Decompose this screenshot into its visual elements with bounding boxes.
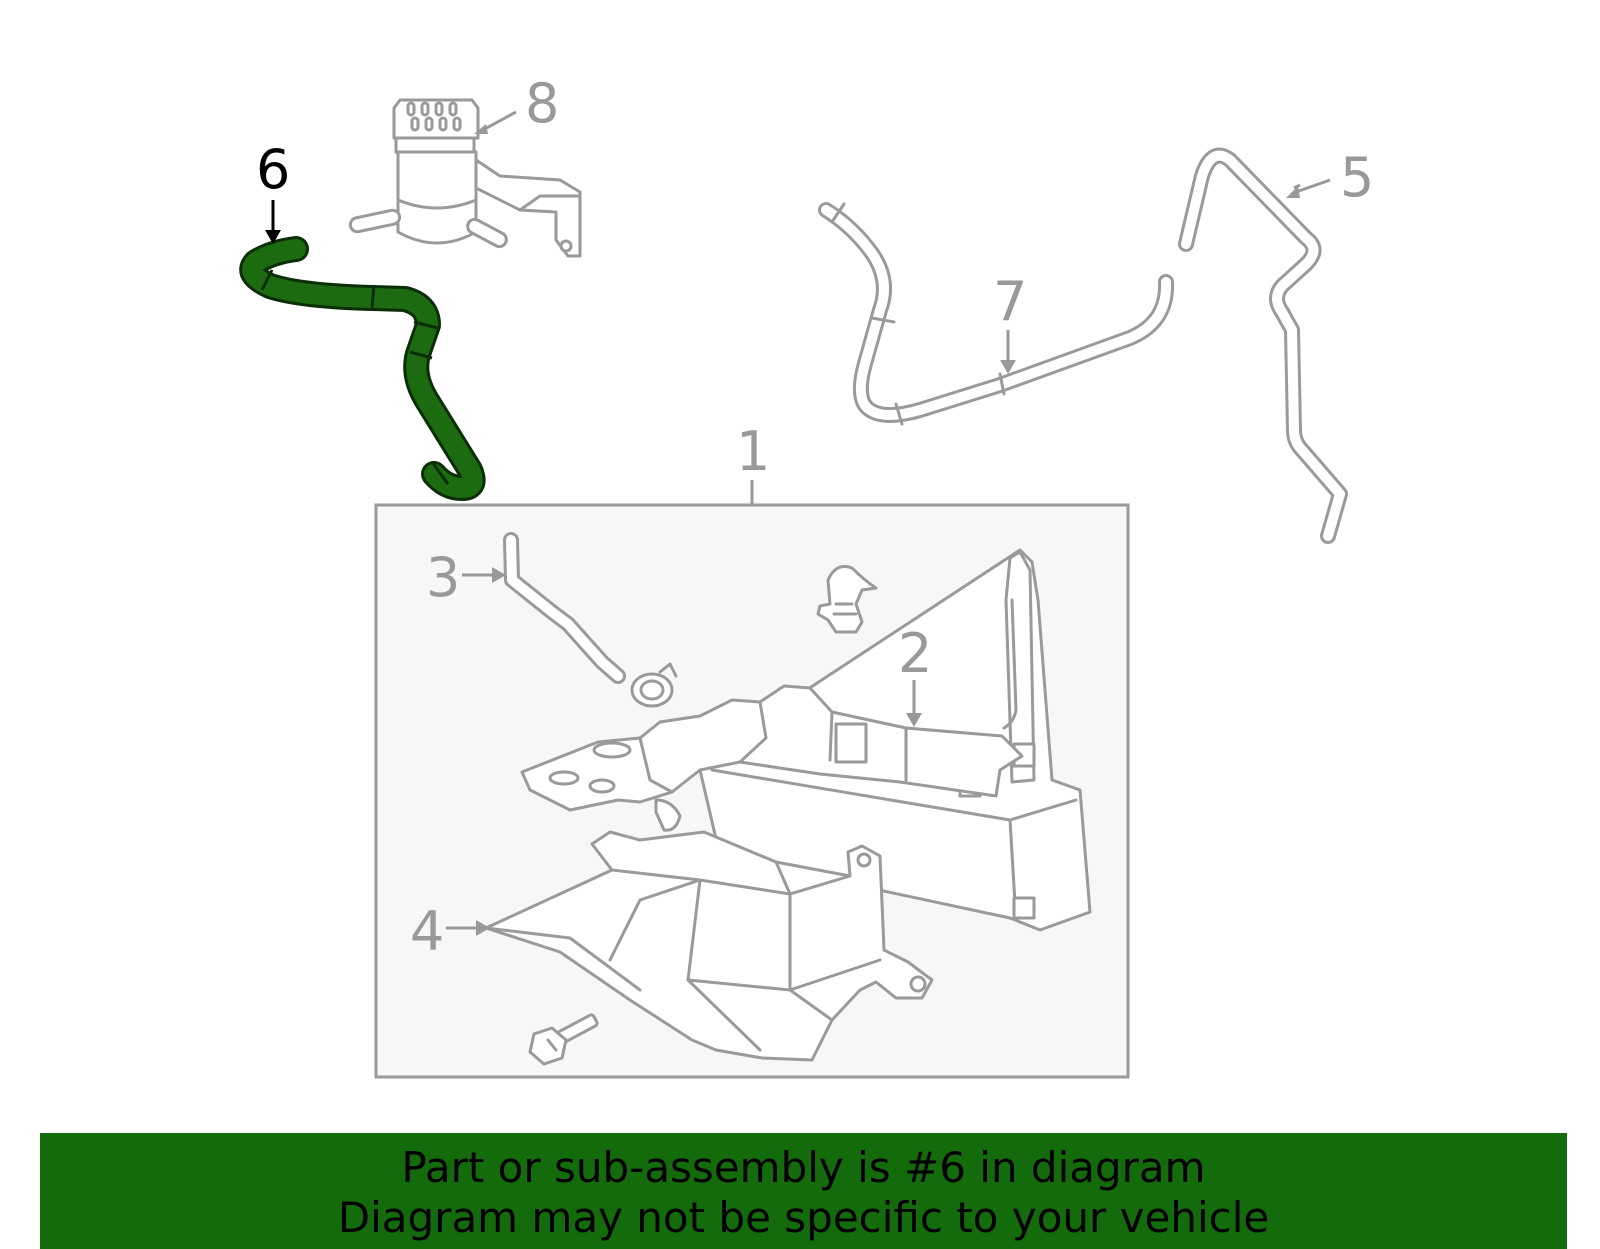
part-6-hose[interactable]: 6 <box>239 138 486 501</box>
part-4-shield[interactable]: 4 <box>410 830 934 1062</box>
part-5-hose[interactable]: 5 <box>1178 146 1374 544</box>
callout-6[interactable]: 6 <box>256 138 290 201</box>
banner-line-1: Part or sub-assembly is #6 in diagram <box>401 1143 1206 1192</box>
callout-8[interactable]: 8 <box>525 72 559 135</box>
callout-4[interactable]: 4 <box>410 900 444 963</box>
part-7-hose[interactable]: 7 <box>818 202 1175 426</box>
upper-bracket <box>520 684 1024 832</box>
callout-5[interactable]: 5 <box>1340 146 1374 209</box>
hose-clamp <box>630 662 678 708</box>
callout-3[interactable]: 3 <box>426 546 460 609</box>
part-8-valve[interactable]: 8 <box>348 72 582 258</box>
part-3-hose[interactable]: 3 <box>426 532 626 684</box>
callout-1[interactable]: 1 <box>736 420 770 483</box>
banner-line-2: Diagram may not be specific to your vehi… <box>337 1193 1270 1242</box>
bolt-fastener <box>528 1013 599 1066</box>
callout-7[interactable]: 7 <box>993 270 1027 333</box>
info-banner: Part or sub-assembly is #6 in diagram Di… <box>40 1133 1567 1249</box>
clip-fastener <box>816 565 878 634</box>
callout-2[interactable]: 2 <box>898 622 932 685</box>
